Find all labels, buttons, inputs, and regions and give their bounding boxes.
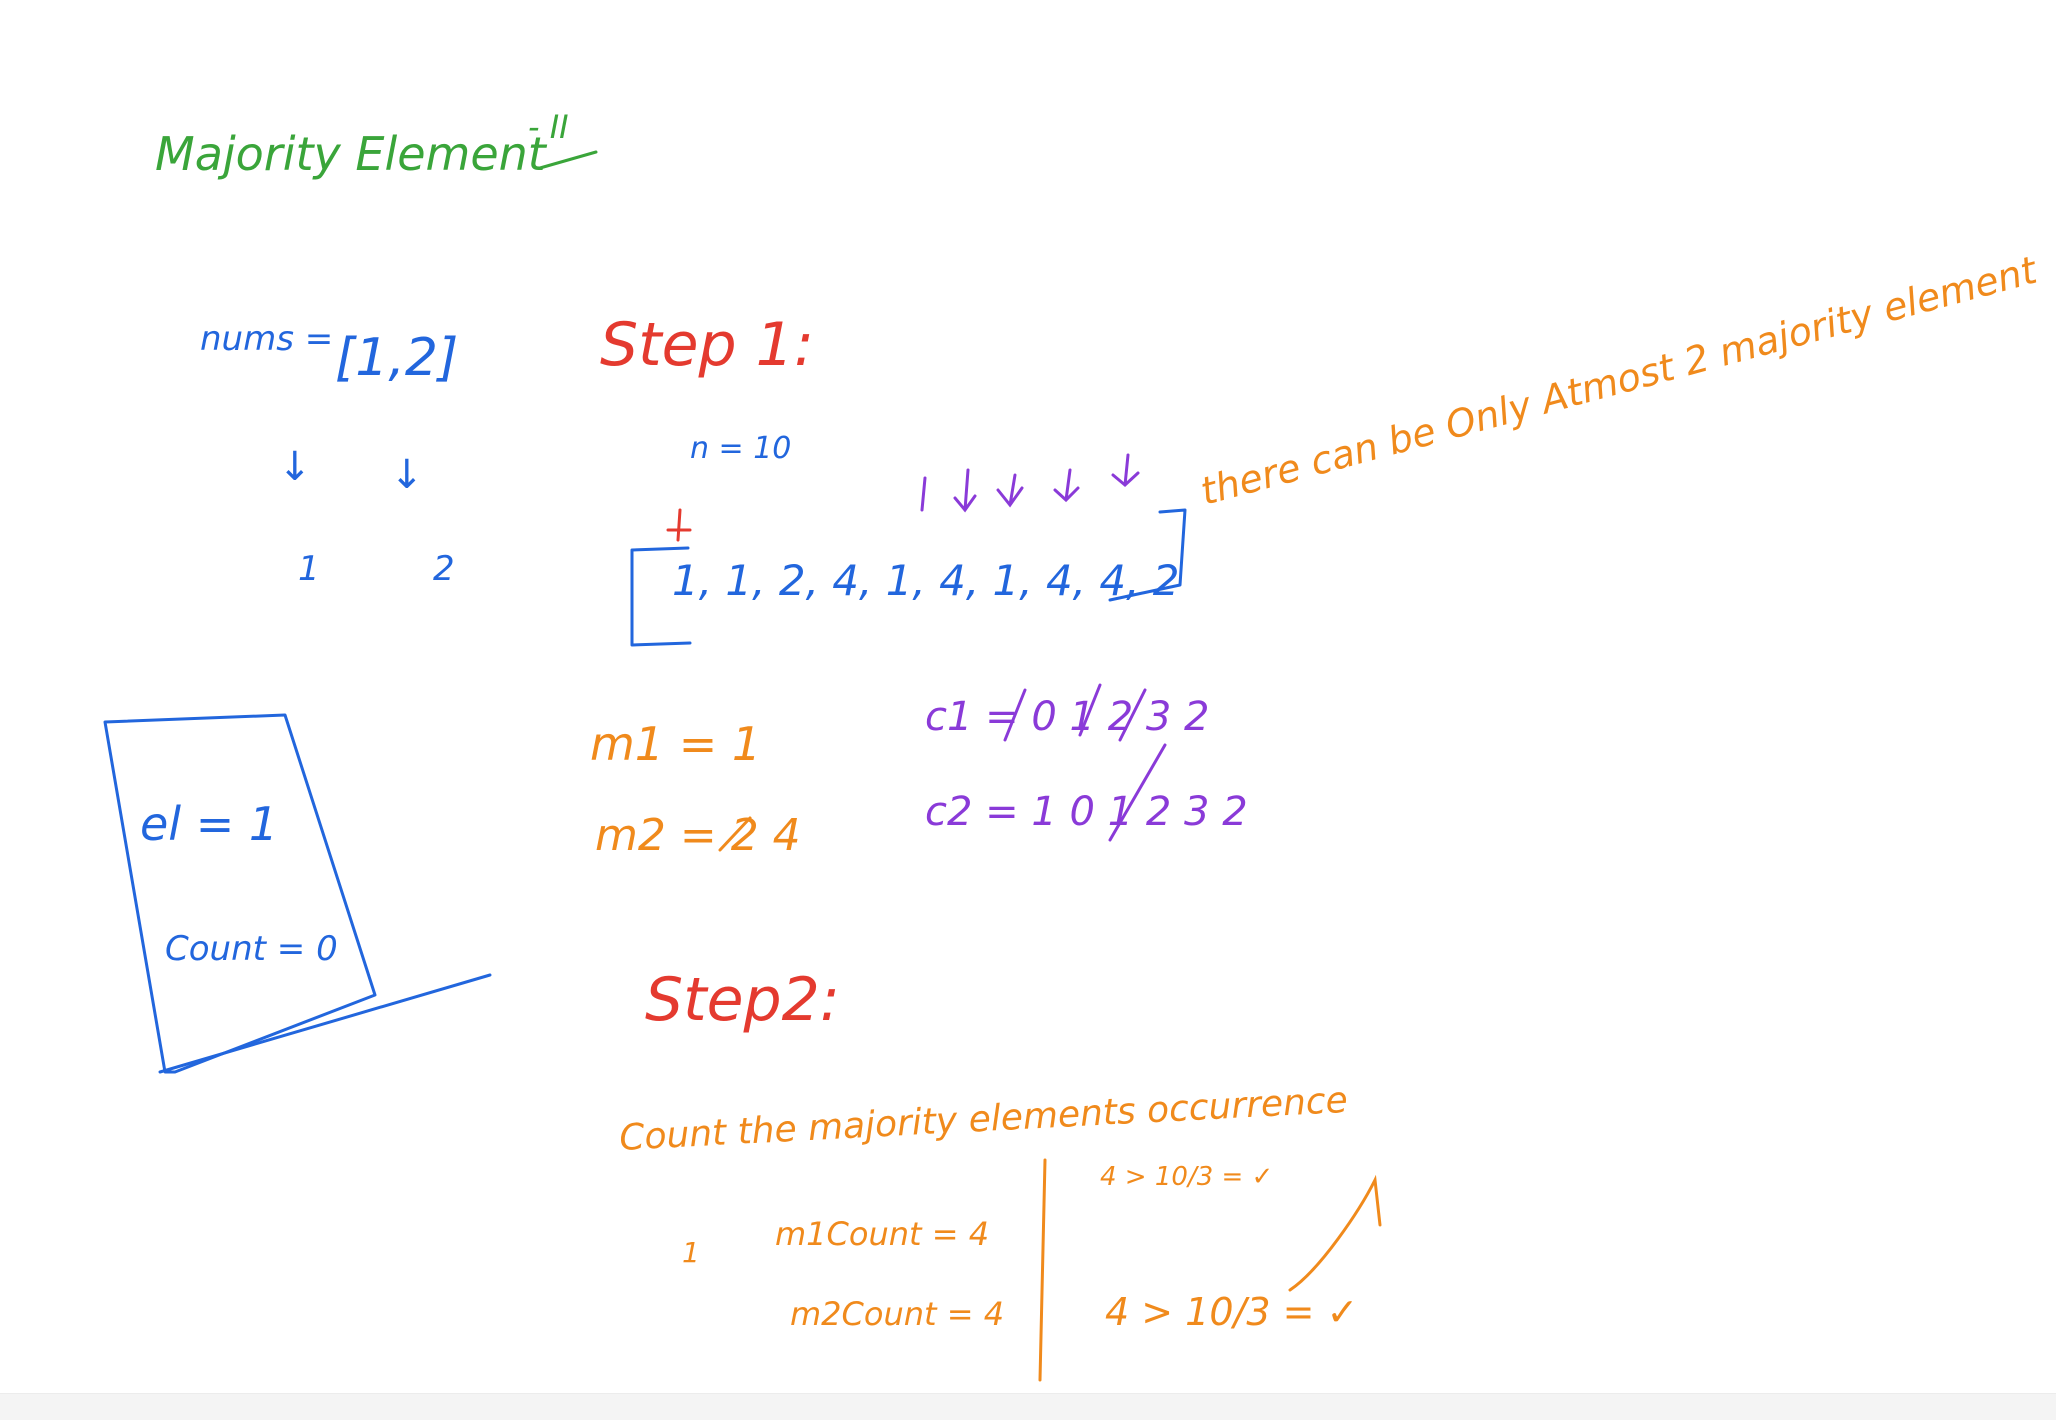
- check-2: 4 > 10/3 = ✓: [1105, 1290, 1358, 1334]
- array-left-bracket: [630, 546, 692, 647]
- box-shadow-line: [158, 973, 492, 1074]
- m1-count: m1Count = 4: [775, 1215, 989, 1253]
- title-group: Majority Element - II: [155, 108, 598, 181]
- box-el: el = 1: [140, 797, 278, 851]
- step1-heading: Step 1:: [600, 310, 814, 380]
- step1-n: n = 10: [690, 431, 791, 466]
- step1-array: 1, 1, 2, 4, 1, 4, 1, 4, 4, 2: [672, 556, 1180, 605]
- box-count: Count = 0: [165, 929, 338, 969]
- c-strikes: [1003, 683, 1167, 842]
- step2-heading: Step2:: [645, 965, 840, 1035]
- step1-note: there can be Only Atmost 2 majority elem…: [1196, 247, 2043, 513]
- page-title: Majority Element: [155, 127, 548, 181]
- step2-group: Step2: Count the majority elements occur…: [618, 965, 1382, 1382]
- title-underline: [538, 150, 598, 170]
- step2-index: 1: [682, 1236, 700, 1269]
- c2-value: c2 = 1 0 1 2 3 2: [925, 789, 1248, 835]
- variables-box: [103, 713, 377, 1074]
- step1-group: Step 1: n = 10 1, 1, 2, 4, 1, 4, 1, 4, 4…: [590, 247, 2043, 861]
- output-1: 1: [298, 549, 320, 589]
- arrow-down-1: ↓: [278, 444, 312, 490]
- m2-strike: [718, 816, 752, 852]
- start-marker: [666, 508, 692, 542]
- m2-count: m2Count = 4: [790, 1295, 1004, 1333]
- example-group: nums = [1,2] ↓ ↓ 1 2 el = 1 Count = 0: [103, 319, 492, 1074]
- check-2-tick: [1288, 1174, 1382, 1292]
- nums-label: nums =: [200, 319, 333, 359]
- title-suffix: - II: [528, 108, 569, 146]
- m2-value: m2 = 2 4: [595, 810, 801, 861]
- arrow-down-2: ↓: [390, 452, 424, 498]
- check-1: 4 > 10/3 = ✓: [1100, 1162, 1273, 1192]
- bottom-scrollbar-area[interactable]: [0, 1393, 2056, 1420]
- m1-value: m1 = 1: [590, 717, 761, 771]
- pointer-arrows: [920, 453, 1140, 513]
- output-2: 2: [433, 549, 455, 589]
- array-right-bracket: [1108, 508, 1187, 602]
- step2-divider: [1038, 1158, 1047, 1382]
- step2-description: Count the majority elements occurrence: [618, 1080, 1348, 1159]
- c1-value: c1 = 0 1 2 3 2: [925, 694, 1210, 740]
- nums-values: [1,2]: [335, 328, 458, 388]
